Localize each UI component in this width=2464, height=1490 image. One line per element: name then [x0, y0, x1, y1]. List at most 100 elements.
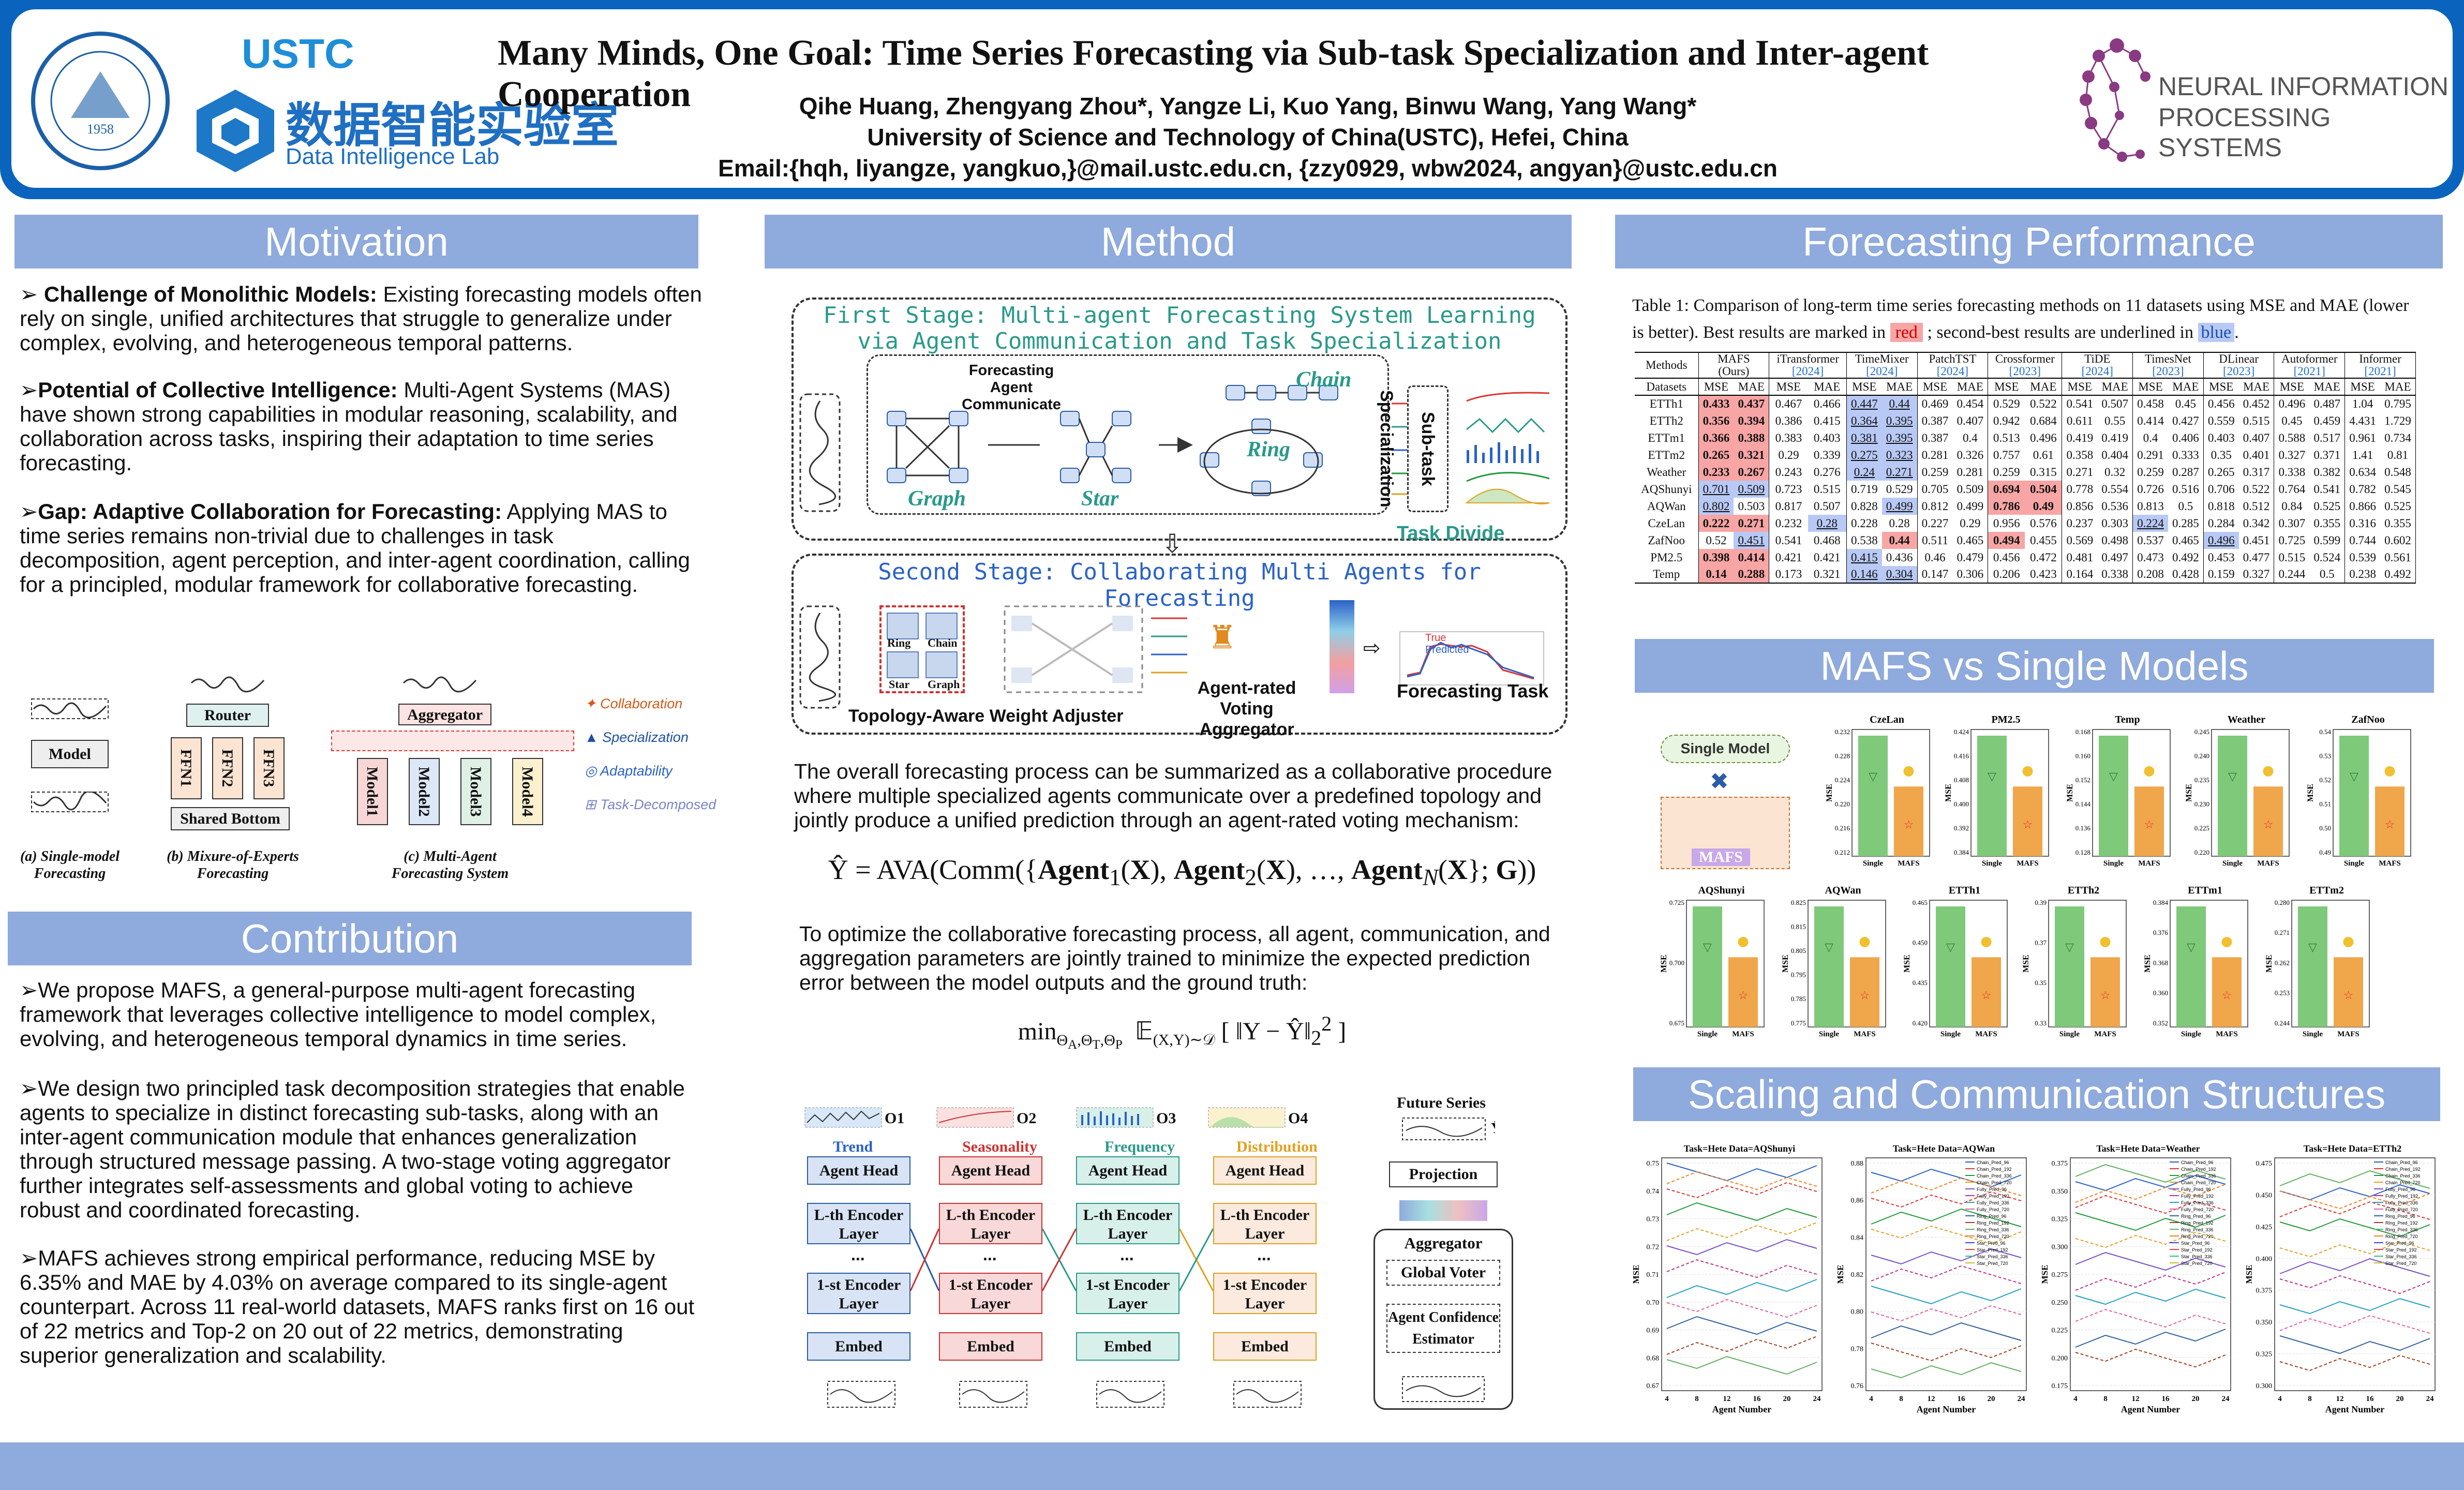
y-tick: 0.435 — [1913, 979, 1928, 987]
y-tick: 0.128 — [2075, 848, 2090, 856]
dataset-name: ZafNoo — [1635, 532, 1699, 549]
chart-title: Task=Hete Data=AQWan — [1893, 1143, 1995, 1154]
table-cell: 0.32 — [2097, 464, 2133, 481]
table-cell: 0.366 — [1698, 429, 1734, 446]
method-name: MAFS — [1718, 352, 1750, 365]
triangle-marker-icon: ▽ — [2228, 770, 2237, 783]
dataset-name: ETTm2 — [1635, 446, 1699, 464]
svg-text:Ŷ: Ŷ — [1491, 1121, 1495, 1137]
bar-mafs — [2212, 957, 2242, 1027]
table-cell: 0.388 — [1734, 429, 1770, 446]
table-cell: 0.326 — [1952, 446, 1989, 464]
bar-mafs — [1894, 786, 1923, 856]
x-axis-label: Agent Number — [2325, 1404, 2385, 1414]
series-line — [1871, 1343, 2022, 1362]
item-text: Multi-Agent Systems (MAS) have shown str… — [20, 378, 678, 475]
series-line — [2075, 1164, 2226, 1183]
bar-chart-AQWan: AQWan0.8250.8150.8050.7950.7850.775MSE▽☆… — [1781, 885, 1886, 1038]
x-tick: 4 — [1869, 1395, 1873, 1403]
x-tick: 12 — [2336, 1395, 2344, 1403]
y-tick: 0.51 — [2319, 800, 2331, 808]
item-text: Existing forecasting models often rely o… — [20, 282, 702, 355]
y-tick: 0.200 — [2052, 1354, 2068, 1362]
table-cell: 0.327 — [2278, 448, 2306, 461]
series-line — [2075, 1251, 2226, 1271]
caption-b-line2: Forecasting — [197, 866, 269, 882]
table-cell: 0.355 — [2380, 515, 2416, 532]
method-name: PatchTST — [1929, 352, 1977, 365]
table-cell: 0.795 — [2380, 395, 2416, 412]
plot-frame — [2291, 900, 2370, 1027]
future-series-label: Future Series — [1397, 1094, 1486, 1111]
table-cell: 0.433 — [1698, 395, 1734, 412]
shared-bottom-box: Shared Bottom — [171, 807, 290, 830]
y-tick: 0.375 — [2256, 1287, 2273, 1295]
y-tick: 0.785 — [1791, 995, 1806, 1003]
x-tick: Single — [1863, 859, 1884, 868]
subtask-box — [1407, 385, 1448, 512]
table-cell: 0.355 — [2309, 515, 2346, 532]
x-tick: Single — [2103, 859, 2124, 868]
table-cell: 0.227 — [1921, 516, 1949, 530]
table-cell: 0.536 — [2097, 498, 2133, 515]
table-cell: 0.517 — [2309, 429, 2346, 446]
method-year: [2024] — [1791, 365, 1824, 378]
plot-frame — [2170, 900, 2248, 1027]
x-tick: 12 — [1723, 1395, 1731, 1403]
table-cell: 0.576 — [2025, 515, 2063, 532]
table-cell: 0.465 — [2168, 532, 2204, 549]
table-cell: 0.499 — [1952, 498, 1989, 515]
series-line — [1666, 1279, 1817, 1298]
table-cell: 0.45 — [2168, 395, 2204, 412]
dataset-name: ETTh2 — [1635, 412, 1699, 429]
table-cell: 0.866 — [2349, 499, 2376, 513]
table-cell: 0.782 — [2349, 482, 2376, 496]
series-line — [1666, 1316, 1817, 1335]
caption-red: red — [1890, 323, 1923, 342]
scaling-chart-2: Task=Hete Data=Weather0.3750.3500.3250.3… — [2040, 1143, 2231, 1414]
stage1-panel — [792, 297, 1567, 541]
legend-label: Ring_Pred_336 — [2385, 1227, 2418, 1232]
bar-mafs — [2375, 786, 2405, 856]
star-label: Star — [1081, 487, 1119, 511]
table-cell: 0.423 — [2025, 566, 2063, 583]
legend-label: Ring_Pred_96 — [1977, 1214, 2007, 1219]
method-year: [2024] — [1936, 365, 1969, 378]
legend-label: Ring_Pred_96 — [2385, 1214, 2415, 1219]
x-tick: MAFS — [1898, 859, 1920, 868]
weight-adjuster-label: Topology-Aware Weight Adjuster — [848, 706, 1124, 726]
y-tick: 0.384 — [2153, 899, 2169, 906]
table-cell: 0.394 — [1734, 412, 1770, 429]
y-tick: 0.136 — [2075, 824, 2091, 832]
trophy-icon — [2100, 936, 2111, 947]
x-tick: 16 — [1753, 1395, 1761, 1403]
table-cell: 0.421 — [1775, 550, 1802, 564]
legend-label: Ring_Pred_720 — [2385, 1234, 2418, 1239]
caption-c-line1: (c) Multi-Agent — [404, 848, 497, 865]
table-cell: 0.383 — [1775, 431, 1802, 444]
metric-mae: MAE — [1881, 378, 1918, 395]
authors: Qihe Huang, Zhengyang Zhou*, Yangze Li, … — [799, 93, 1697, 120]
x-tick: Single — [2303, 1030, 2323, 1038]
collab-band — [331, 731, 574, 751]
output-embedding-bar — [1399, 1200, 1487, 1221]
y-tick: 0.80 — [1851, 1308, 1864, 1316]
table-caption: Table 1: Comparison of long-term time se… — [1632, 292, 2418, 346]
y-tick: 0.67 — [1647, 1382, 1660, 1390]
x-tick: MAFS — [1854, 1030, 1876, 1038]
legend-label: Fully_Pred_96 — [1977, 1187, 2007, 1192]
table-cell: 0.386 — [1775, 414, 1802, 427]
table-cell: 0.723 — [1775, 482, 1802, 496]
y-tick: 0.84 — [1851, 1234, 1864, 1242]
table-cell: 0.511 — [1922, 533, 1948, 547]
series-line — [1666, 1163, 1817, 1182]
star-marker-icon: ☆ — [2023, 818, 2033, 831]
x-tick: Single — [1697, 1030, 1718, 1038]
table-cell: 0.315 — [2025, 464, 2063, 481]
metric-mae: MAE — [1952, 378, 1989, 395]
bar-single — [1693, 906, 1722, 1027]
table-cell: 0.243 — [1775, 465, 1802, 479]
table-cell: 0.529 — [1881, 481, 1918, 498]
y-tick: 0.220 — [2194, 848, 2209, 856]
trend-label: Trend — [833, 1138, 873, 1155]
